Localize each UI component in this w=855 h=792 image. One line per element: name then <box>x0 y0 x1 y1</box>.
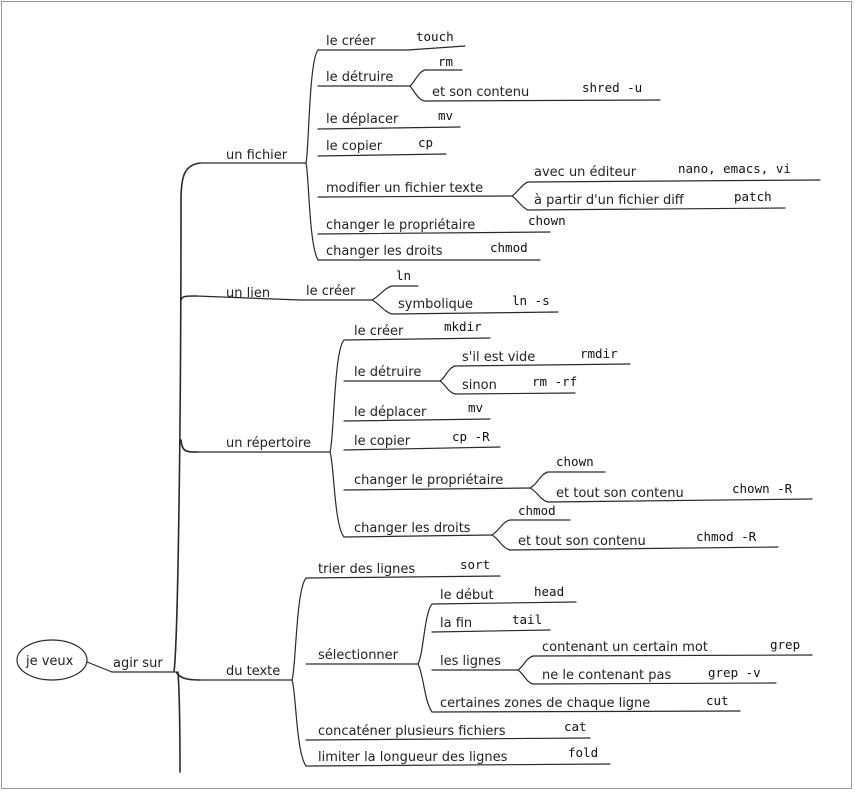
node-command: mv <box>438 108 453 123</box>
node-command: chmod <box>490 240 528 255</box>
node-label: ne le contenant pas <box>542 668 671 683</box>
node-command: chown -R <box>732 481 793 496</box>
node-label: le déplacer <box>326 112 399 127</box>
branch-un-fichier: un fichier <box>226 148 288 163</box>
node-label: à partir d'un fichier diff <box>534 193 685 208</box>
node-command: rm <box>438 54 453 69</box>
node-label: les lignes <box>440 654 501 669</box>
node-command: chmod <box>518 503 556 518</box>
node-label: changer le propriétaire <box>354 473 503 488</box>
node-label: trier des lignes <box>318 562 415 577</box>
node-label: changer les droits <box>326 244 443 259</box>
branch-du-texte: du texte <box>226 664 280 679</box>
node-label: la fin <box>440 616 472 631</box>
node-label: et son contenu <box>432 85 529 100</box>
node-label: contenant un certain mot <box>542 640 708 655</box>
node-label: changer le propriétaire <box>326 218 475 233</box>
node-command: mv <box>468 400 483 415</box>
node-label: le détruire <box>326 70 393 85</box>
node-command: grep -v <box>708 665 761 680</box>
node-command: tail <box>512 612 542 627</box>
node-label: modifier un fichier texte <box>326 181 483 196</box>
mind-map-connectors <box>16 45 821 773</box>
node-command: shred -u <box>582 80 642 95</box>
branch-un-repertoire: un répertoire <box>226 436 311 451</box>
node-label: avec un éditeur <box>534 165 637 180</box>
node-command: cp <box>418 135 433 150</box>
node-label: le créer <box>326 34 376 49</box>
node-command: patch <box>734 189 772 204</box>
node-command: chown <box>556 454 594 469</box>
node-label: symbolique <box>398 297 473 312</box>
node-label: le détruire <box>354 365 421 380</box>
node-label: s'il est vide <box>462 350 535 365</box>
node-label: le créer <box>354 324 404 339</box>
node-command: chown <box>528 213 566 228</box>
node-command: touch <box>416 29 454 44</box>
node-command: grep <box>770 637 800 652</box>
node-command: head <box>534 584 564 599</box>
node-label: et tout son contenu <box>556 486 684 501</box>
node-label: le copier <box>326 139 383 154</box>
node-label: le créer <box>306 284 356 299</box>
node-command: rm -rf <box>532 374 577 389</box>
node-label: le début <box>440 588 494 603</box>
branch-un-lien: un lien <box>226 286 270 301</box>
node-command: fold <box>568 745 598 760</box>
node-label: certaines zones de chaque ligne <box>440 696 650 711</box>
node-label: concaténer plusieurs fichiers <box>318 724 506 739</box>
node-label: le déplacer <box>354 405 427 420</box>
node-command: cut <box>706 693 729 708</box>
root-node-outline <box>16 639 88 681</box>
node-command: cp -R <box>452 429 490 444</box>
node-command: rmdir <box>580 346 618 361</box>
node-label: limiter la longueur des lignes <box>318 750 508 765</box>
node-label: sélectionner <box>318 648 399 663</box>
node-command: ln <box>396 268 411 283</box>
node-command: nano, emacs, vi <box>678 161 791 176</box>
node-command: ln -s <box>512 293 550 308</box>
node-command: cat <box>564 719 587 734</box>
node-label: et tout son contenu <box>518 534 646 549</box>
node-label: sinon <box>462 378 497 393</box>
root-child-label: agir sur <box>113 656 163 671</box>
node-label: le copier <box>354 434 411 449</box>
node-command: chmod -R <box>696 529 757 544</box>
node-command: mkdir <box>444 319 482 334</box>
node-label: changer les droits <box>354 521 471 536</box>
root-node-label: je veux <box>25 654 74 669</box>
mind-map-labels: je veux agir sur un fichier le créer tou… <box>25 29 800 765</box>
node-command: sort <box>460 557 490 572</box>
